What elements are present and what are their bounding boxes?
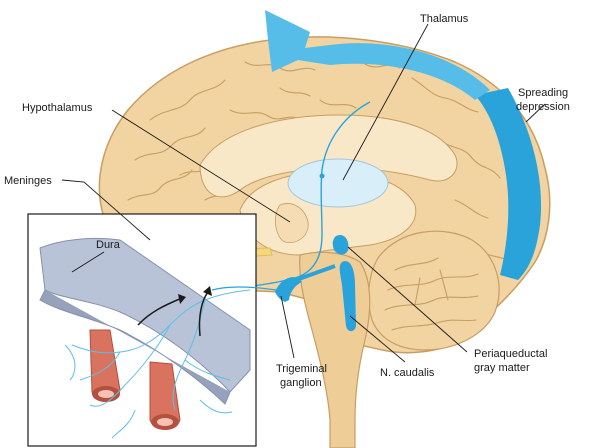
thalamus <box>287 158 389 208</box>
leader-meninges <box>61 179 151 241</box>
signal-arrow-2 <box>198 291 209 337</box>
trigeminal-ganglion <box>275 277 302 302</box>
label-meninges: Meninges <box>4 175 52 187</box>
thalamus-relay-dot <box>319 173 325 179</box>
label-thalamus: Thalamus <box>420 13 469 25</box>
cerebellum <box>368 230 500 351</box>
label-spreading-2: depression <box>516 101 570 113</box>
leader-hypothalamus <box>111 109 291 223</box>
label-dura: Dura <box>96 239 121 251</box>
spreading-depression-arrow <box>265 10 490 100</box>
dura-layer <box>39 237 251 393</box>
spreading-depression-band <box>475 88 542 280</box>
label-hypothalamus: Hypothalamus <box>22 102 93 114</box>
leader-spreading <box>525 103 546 123</box>
signal-arrow-1 <box>137 297 183 326</box>
n-caudalis-column <box>339 261 356 332</box>
brainstem <box>299 251 371 448</box>
dura-nerve-fibres <box>71 289 251 411</box>
trigeminal-root <box>295 264 336 282</box>
label-trigeminal-2: ganglion <box>280 377 322 389</box>
leader-thalamus <box>342 23 429 181</box>
meningeal-vessel-1 <box>89 329 121 402</box>
corpus-callosum <box>199 114 458 198</box>
cerebellum-folia <box>384 257 479 331</box>
leader-trigeminal <box>280 295 295 359</box>
trigeminal-pathway-line <box>207 101 371 291</box>
label-periaqueductal-1: Periaqueductal <box>474 348 547 360</box>
leader-periaqueductal <box>347 246 468 353</box>
leader-n-caudalis <box>349 315 406 363</box>
label-n-caudalis: N. caudalis <box>380 367 435 379</box>
label-trigeminal-1: Trigeminal <box>276 363 327 375</box>
periaqueductal-gray <box>332 234 349 255</box>
inset-to-ganglion-line <box>211 286 277 291</box>
label-spreading-1: Spreading <box>518 87 568 99</box>
leader-dura <box>71 251 105 273</box>
label-periaqueductal-2: gray matter <box>474 362 530 374</box>
meningeal-vessel-2 <box>149 361 181 430</box>
hypothalamus-region <box>275 203 309 243</box>
dura-inset <box>27 213 257 447</box>
